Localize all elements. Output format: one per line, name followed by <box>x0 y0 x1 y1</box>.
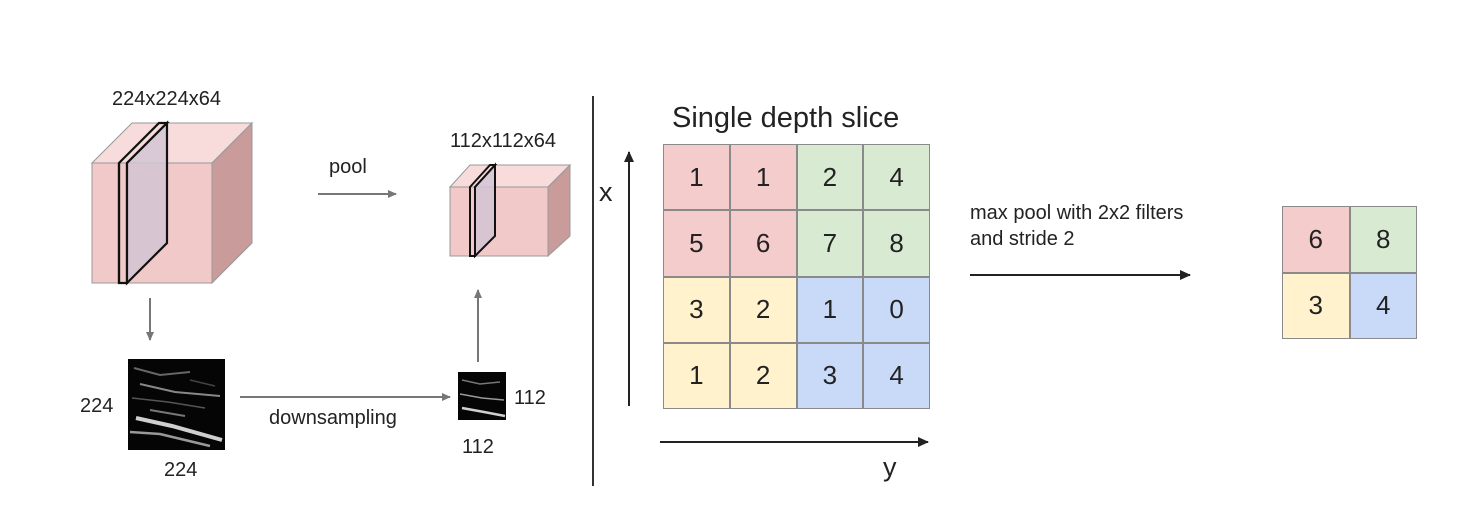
big-volume-slice-face <box>125 120 169 286</box>
big-image-width-label: 224 <box>164 459 198 481</box>
slice-title: Single depth slice <box>672 102 900 134</box>
output-cell: 4 <box>1349 272 1417 339</box>
output-cell: 3 <box>1282 272 1350 339</box>
x-axis-label: x <box>599 177 613 207</box>
operation-line1: max pool with 2x2 filters <box>970 202 1184 224</box>
output-cell: 6 <box>1282 206 1350 273</box>
small-volume <box>448 162 572 259</box>
input-cell: 1 <box>663 144 730 211</box>
input-grid: 1 1 2 4 5 6 7 8 3 2 1 0 1 2 3 4 <box>663 144 930 409</box>
input-cell: 1 <box>796 276 864 343</box>
small-volume-label: 112x112x64 <box>450 130 557 152</box>
output-grid: 6 8 3 4 <box>1282 206 1417 339</box>
small-volume-front <box>449 186 549 257</box>
input-cell: 4 <box>863 144 930 211</box>
input-cell: 3 <box>663 276 730 343</box>
input-cell: 4 <box>863 342 930 409</box>
input-cell: 6 <box>729 210 797 277</box>
input-cell: 0 <box>863 276 930 343</box>
small-activation-image <box>458 372 506 420</box>
input-cell: 3 <box>796 342 864 409</box>
big-volume <box>90 120 254 286</box>
output-cell: 8 <box>1349 206 1417 273</box>
input-cell: 8 <box>863 210 930 277</box>
big-activation-image <box>128 359 225 450</box>
big-volume-label: 224x224x64 <box>112 88 221 110</box>
input-cell: 1 <box>729 144 797 211</box>
small-volume-slice <box>469 164 498 257</box>
input-cell: 2 <box>729 342 797 409</box>
input-cell: 2 <box>729 276 797 343</box>
input-cell: 1 <box>663 342 730 409</box>
input-cell: 2 <box>796 144 864 211</box>
input-cell: 5 <box>663 210 730 277</box>
downsampling-label: downsampling <box>269 407 397 429</box>
small-image-height-label: 112 <box>514 387 546 409</box>
y-axis-label: y <box>883 452 897 482</box>
big-image-height-label: 224 <box>80 395 114 417</box>
operation-line2: and stride 2 <box>970 228 1075 250</box>
input-cell: 7 <box>796 210 864 277</box>
pool-label: pool <box>329 156 367 178</box>
small-image-width-label: 112 <box>462 436 494 458</box>
